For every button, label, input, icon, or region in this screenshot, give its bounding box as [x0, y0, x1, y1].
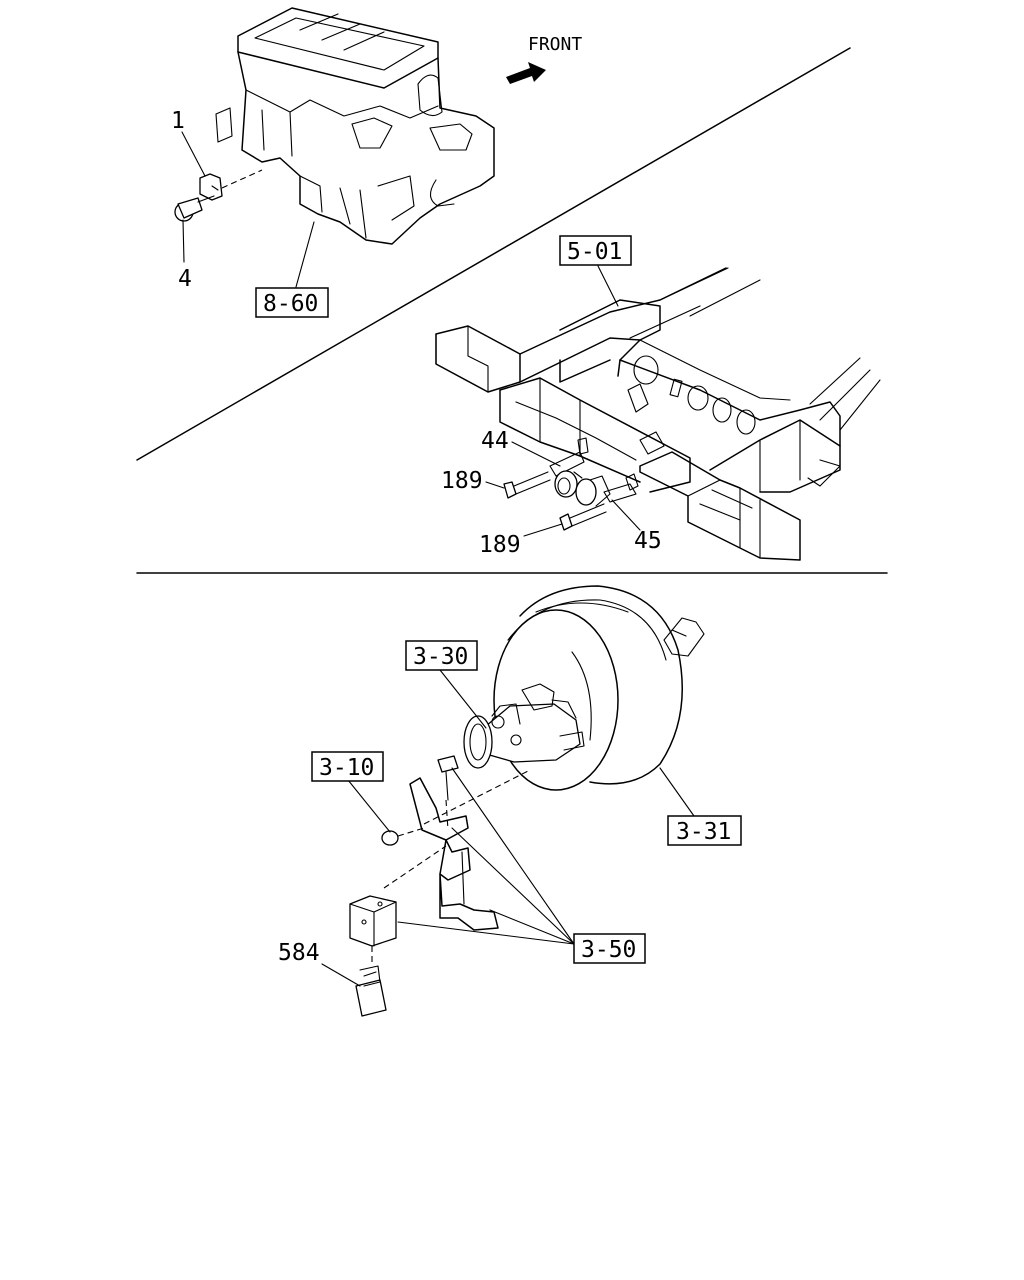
- leader-3-50-c: [489, 909, 575, 945]
- leader-3-31: [659, 767, 695, 817]
- leader-584: [321, 963, 361, 987]
- callout-8-60: 8-60: [263, 291, 318, 317]
- leader-189-lower: [523, 523, 563, 537]
- callout-5-01: 5-01: [567, 239, 622, 265]
- leader-3-10: [347, 779, 391, 833]
- leader-45: [611, 499, 641, 531]
- leader-5-01: [597, 265, 619, 307]
- leader-44: [511, 441, 561, 467]
- bracket-3-50-drawing: [349, 755, 531, 947]
- callout-3-30: 3-30: [413, 644, 468, 670]
- callout-3-10-box: [311, 751, 384, 782]
- leader-3-50-d: [397, 921, 575, 945]
- clip-dashed-guide: [221, 169, 263, 189]
- chassis-frame-drawing: [435, 267, 881, 561]
- heater-unit-drawing: [215, 7, 495, 245]
- callout-3-10: 3-10: [319, 755, 374, 781]
- leader-3-50-a: [451, 767, 575, 945]
- callout-189-upper: 189: [441, 468, 483, 494]
- callout-8-60-box: [255, 287, 329, 318]
- bolt-189-upper: [503, 471, 551, 499]
- leader-1: [181, 131, 206, 177]
- switch-584-drawing: [355, 946, 387, 1017]
- callout-44: 44: [481, 428, 509, 454]
- callout-3-31: 3-31: [676, 819, 731, 845]
- brake-booster-drawing: [463, 585, 705, 791]
- callout-3-30-box: [405, 640, 478, 671]
- front-arrow-icon: [506, 62, 546, 84]
- front-label: FRONT: [528, 34, 582, 55]
- callout-584: 584: [278, 940, 320, 966]
- callout-3-31-box: [667, 815, 742, 846]
- callout-3-50-box: [573, 933, 646, 964]
- leader-8-60: [295, 221, 315, 288]
- leader-3-50-b: [451, 827, 575, 945]
- bolt-189-lower: [559, 503, 607, 531]
- callout-189-lower: 189: [479, 532, 521, 558]
- bumper-parts: [549, 437, 639, 507]
- callout-5-01-box: [559, 235, 632, 266]
- clip-part-1: [199, 173, 223, 201]
- leader-3-30: [439, 669, 487, 729]
- callout-3-50: 3-50: [581, 937, 636, 963]
- screw-part-4: [174, 195, 215, 222]
- callout-1: 1: [171, 108, 185, 134]
- diagonal-divider: [136, 47, 851, 461]
- leader-189-upper: [485, 481, 505, 489]
- callout-4: 4: [178, 266, 192, 292]
- leader-4: [182, 219, 185, 263]
- callout-45: 45: [634, 528, 662, 554]
